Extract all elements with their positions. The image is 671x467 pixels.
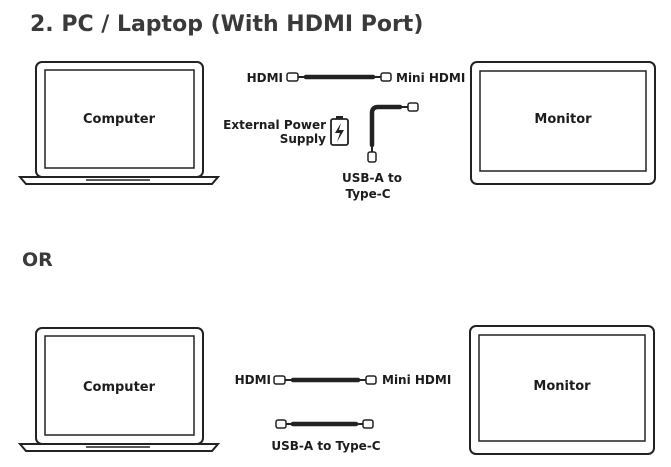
bottom-usb-cable (275, 419, 374, 429)
top-usb-label-line2: Type-C (345, 187, 390, 201)
top-monitor (470, 61, 656, 185)
top-hdmi-label: HDMI (247, 71, 283, 85)
bottom-laptop (17, 327, 221, 452)
top-power-label-line1: External Power (223, 118, 326, 132)
bottom-usb-label: USB-A to Type-C (271, 439, 380, 453)
top-computer-label: Computer (83, 112, 156, 127)
battery-icon (330, 116, 349, 146)
bottom-hdmi-cable (273, 375, 377, 385)
top-power-label-line2: Supply (280, 132, 326, 146)
page-title: 2. PC / Laptop (With HDMI Port) (30, 12, 423, 37)
top-usb-label-line1: USB-A to (342, 171, 402, 185)
top-laptop (17, 61, 221, 185)
bottom-mini-hdmi-label: Mini HDMI (382, 373, 451, 387)
bottom-monitor-label: Monitor (533, 379, 591, 394)
bottom-monitor (469, 325, 655, 455)
or-separator: OR (22, 249, 53, 271)
top-usb-cable (367, 102, 419, 163)
top-monitor-label: Monitor (534, 112, 592, 127)
top-mini-hdmi-label: Mini HDMI (396, 71, 465, 85)
bottom-computer-label: Computer (83, 380, 156, 395)
bottom-hdmi-label: HDMI (235, 373, 271, 387)
top-hdmi-cable (286, 72, 392, 82)
